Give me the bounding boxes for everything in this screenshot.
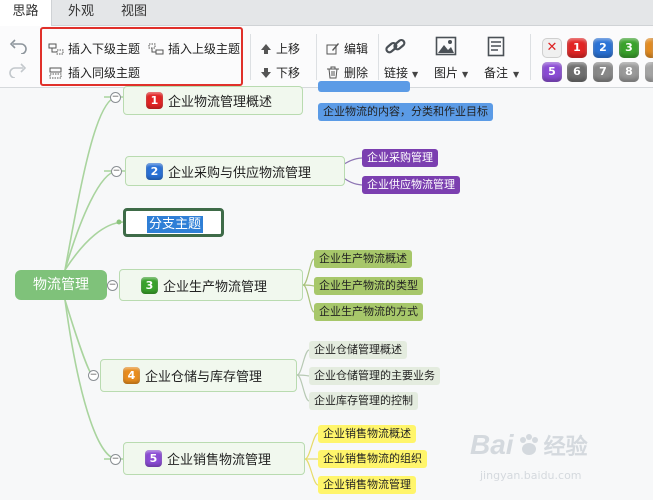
topic-text-selection[interactable]: 分支主题 xyxy=(147,216,204,233)
insert-sibling-label: 插入同级主题 xyxy=(68,66,141,80)
priority-4-icon: 4 xyxy=(123,367,140,384)
branch-topic-label: 企业采购与供应物流管理 xyxy=(168,165,312,181)
leaf-topic-clipped[interactable] xyxy=(318,81,410,92)
leaf-topic[interactable]: 企业库存管理的控制 xyxy=(309,392,418,410)
priority-1-icon: 1 xyxy=(146,92,163,109)
priority-1-button[interactable]: 1 xyxy=(567,38,587,58)
root-topic[interactable]: 物流管理 xyxy=(15,270,107,300)
branch-topic-5[interactable]: 5 企业销售物流管理 xyxy=(123,442,305,475)
move-up-button[interactable]: 上移 xyxy=(260,40,300,57)
priority-5-icon: 5 xyxy=(145,450,162,467)
branch-topic-1[interactable]: 1 企业物流管理概述 xyxy=(123,86,303,115)
priority-3-button[interactable]: 3 xyxy=(619,38,639,58)
edit-button[interactable]: 编辑 xyxy=(326,40,368,57)
leaf-topic[interactable]: 企业生产物流的类型 xyxy=(314,277,423,295)
leaf-topic[interactable]: 企业采购管理 xyxy=(362,149,438,167)
image-button[interactable]: 图片 xyxy=(434,36,458,81)
leaf-topic[interactable]: 企业物流的内容，分类和作业目标 xyxy=(318,103,493,121)
insert-sibling-topic-button[interactable]: 插入同级主题 xyxy=(48,64,140,81)
priority-7-button[interactable]: 7 xyxy=(593,62,613,82)
new-branch-topic-editing[interactable]: 分支主题 xyxy=(123,208,224,237)
tab-view[interactable]: 视图 xyxy=(120,4,147,19)
delete-button[interactable]: 删除 xyxy=(326,64,368,81)
priority-5-button[interactable]: 5 xyxy=(542,62,562,82)
redo-icon xyxy=(9,63,27,78)
link-button[interactable]: 链接 xyxy=(384,36,408,81)
delete-label: 删除 xyxy=(344,66,369,80)
collapse-toggle[interactable]: − xyxy=(107,280,118,291)
image-label: 图片 xyxy=(434,66,459,80)
toolbar-divider xyxy=(530,34,531,80)
arrow-up-icon xyxy=(261,43,271,54)
branch-topic-label: 企业销售物流管理 xyxy=(167,453,272,468)
note-button[interactable]: 备注 xyxy=(484,36,508,81)
ribbon-toolbar: 插入下级主题 插入上级主题 插入同级主题 上移 下移 编辑 删除 链接 ▼ 图片… xyxy=(0,26,653,88)
priority-3-icon: 3 xyxy=(141,276,158,294)
insert-parent-topic-button[interactable]: 插入上级主题 xyxy=(148,40,240,57)
leaf-topic[interactable]: 企业仓储管理概述 xyxy=(309,341,407,359)
branch-topic-2[interactable]: 2 企业采购与供应物流管理 xyxy=(125,156,345,186)
undo-button[interactable] xyxy=(8,38,32,54)
redo-button[interactable] xyxy=(8,62,32,78)
note-label: 备注 xyxy=(484,66,509,80)
arrow-down-icon xyxy=(261,67,271,78)
insert-child-topic-button[interactable]: 插入下级主题 xyxy=(48,40,140,57)
link-dropdown-icon[interactable]: ▼ xyxy=(412,70,419,79)
priority-8-button[interactable]: 8 xyxy=(619,62,639,82)
leaf-topic[interactable]: 企业销售物流管理 xyxy=(318,476,416,494)
link-label: 链接 xyxy=(384,66,409,80)
image-icon xyxy=(435,36,457,56)
leaf-topic[interactable]: 企业生产物流的方式 xyxy=(314,303,423,321)
toolbar-divider xyxy=(378,34,379,80)
note-icon xyxy=(487,36,505,57)
collapse-toggle[interactable]: − xyxy=(111,166,122,177)
collapse-toggle[interactable]: − xyxy=(110,454,121,465)
insert-parent-label: 插入上级主题 xyxy=(168,42,241,56)
priority-4-button[interactable] xyxy=(645,38,653,58)
toolbar-divider xyxy=(316,34,317,80)
ribbon-tabs: 思路 外观 视图 xyxy=(0,0,653,26)
toolbar-divider xyxy=(250,34,251,80)
priority-2-button[interactable]: 2 xyxy=(593,38,613,58)
link-icon xyxy=(385,38,406,54)
leaf-topic[interactable]: 企业销售物流概述 xyxy=(318,425,416,443)
leaf-topic[interactable]: 企业供应物流管理 xyxy=(362,176,460,194)
undo-icon xyxy=(9,39,27,54)
collapse-toggle[interactable]: − xyxy=(110,92,121,103)
leaf-topic[interactable]: 企业销售物流的组织 xyxy=(318,450,427,468)
insert-sibling-icon xyxy=(49,67,62,78)
priority-6-button[interactable]: 6 xyxy=(567,62,587,82)
move-up-label: 上移 xyxy=(276,42,301,56)
tab-mind[interactable]: 思路 xyxy=(0,0,52,26)
trash-icon xyxy=(327,66,339,79)
move-down-button[interactable]: 下移 xyxy=(260,64,300,81)
branch-topic-label: 企业仓储与库存管理 xyxy=(145,370,263,385)
insert-parent-icon xyxy=(148,43,164,54)
branch-topic-label: 企业物流管理概述 xyxy=(168,95,273,110)
branch-topic-label: 企业生产物流管理 xyxy=(163,279,268,295)
leaf-topic[interactable]: 企业仓储管理的主要业务 xyxy=(309,367,440,385)
insert-child-label: 插入下级主题 xyxy=(68,42,141,56)
branch-topic-4[interactable]: 4 企业仓储与库存管理 xyxy=(100,359,297,392)
image-dropdown-icon[interactable]: ▼ xyxy=(462,70,469,79)
pencil-icon xyxy=(326,43,339,55)
remove-priority-button[interactable]: ✕ xyxy=(542,38,562,58)
edit-label: 编辑 xyxy=(344,42,369,56)
move-down-label: 下移 xyxy=(276,66,301,80)
collapse-toggle[interactable]: − xyxy=(88,370,99,381)
tab-appearance[interactable]: 外观 xyxy=(67,4,94,19)
priority-9-button[interactable] xyxy=(645,62,653,82)
branch-topic-3[interactable]: 3 企业生产物流管理 xyxy=(119,269,303,301)
mindmap-canvas[interactable]: 物流管理 − 1 企业物流管理概述 企业物流的内容，分类和作业目标 − 2 企业… xyxy=(0,81,653,500)
leaf-topic[interactable]: 企业生产物流概述 xyxy=(314,250,412,268)
insert-child-icon xyxy=(48,43,64,54)
note-dropdown-icon[interactable]: ▼ xyxy=(513,70,520,79)
priority-2-icon: 2 xyxy=(146,162,163,180)
